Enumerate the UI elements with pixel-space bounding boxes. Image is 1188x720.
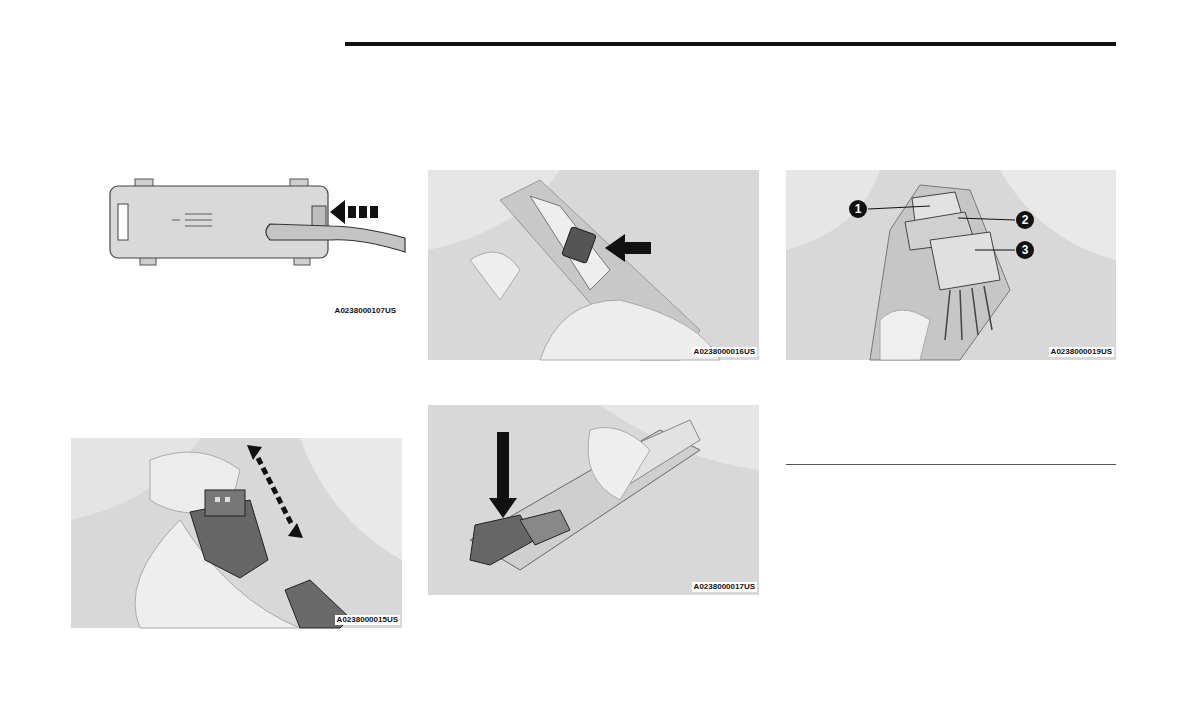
figure-code: A0238000016US xyxy=(692,347,757,357)
callout-number: 2 xyxy=(1016,211,1034,229)
header-rule xyxy=(345,42,1116,46)
callout-text: 2 xyxy=(1022,213,1029,227)
connector-photo-17 xyxy=(428,405,759,595)
figure-code: A0238000015US xyxy=(335,615,400,625)
section-rule xyxy=(786,464,1116,465)
callout-text: 3 xyxy=(1022,243,1029,257)
figure-code: A0238000017US xyxy=(692,582,757,592)
callout-number: 1 xyxy=(849,200,867,218)
connector-photo-16 xyxy=(428,170,759,360)
connector-photo-19 xyxy=(786,170,1116,360)
callout-text: 1 xyxy=(855,202,862,216)
cover-figure xyxy=(110,179,405,265)
figure-code: A0238000107US xyxy=(333,306,398,316)
connector-photo-15 xyxy=(71,438,402,628)
callout-number: 3 xyxy=(1016,241,1034,259)
figure-code: A0238000019US xyxy=(1049,347,1114,357)
